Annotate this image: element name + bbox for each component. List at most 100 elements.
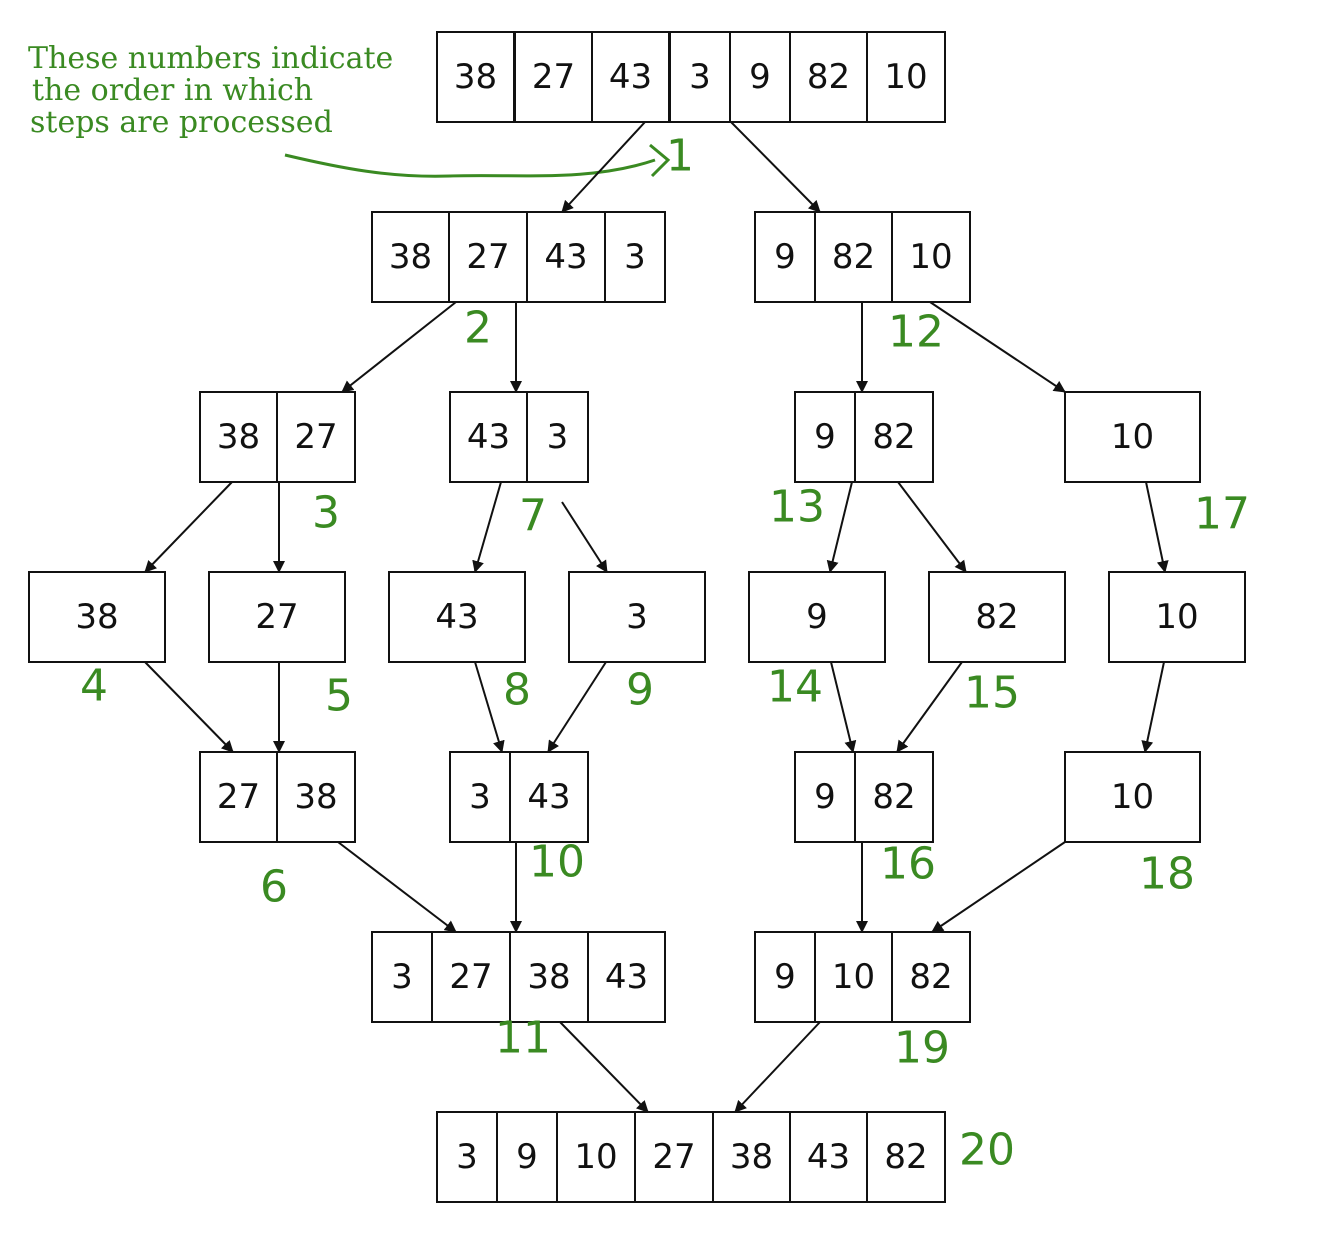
array-cell bbox=[449, 391, 528, 483]
cell-value: 43 bbox=[544, 237, 587, 277]
edge-arrow-n11-n16 bbox=[547, 661, 607, 753]
cell-value: 82 bbox=[872, 777, 915, 817]
annotation-note: These numbers indicate the order in whic… bbox=[28, 41, 671, 178]
cell-value: 9 bbox=[814, 777, 836, 817]
cell-value: 10 bbox=[1111, 777, 1154, 817]
array-cell bbox=[794, 751, 856, 843]
array-cell bbox=[814, 211, 893, 303]
step-number: 1 bbox=[666, 131, 694, 182]
step-number: 5 bbox=[325, 671, 353, 722]
array-cell bbox=[556, 1111, 636, 1203]
cell-value: 27 bbox=[532, 57, 575, 97]
array-cell bbox=[496, 1111, 558, 1203]
cell-value: 38 bbox=[389, 237, 432, 277]
cell-value: 82 bbox=[832, 237, 875, 277]
cell-value: 38 bbox=[730, 1137, 773, 1177]
edges bbox=[144, 121, 1169, 1113]
cell-value: 10 bbox=[909, 237, 952, 277]
array-cell bbox=[794, 391, 856, 483]
array-box-n10: 43 bbox=[388, 571, 526, 663]
cell-value: 3 bbox=[689, 57, 711, 97]
cell-value: 82 bbox=[884, 1137, 927, 1177]
cell-value: 43 bbox=[467, 417, 510, 457]
array-cell bbox=[526, 391, 589, 483]
step-number: 17 bbox=[1194, 489, 1250, 540]
array-cell bbox=[754, 211, 816, 303]
step-number: 3 bbox=[312, 488, 340, 539]
array-cell bbox=[1064, 751, 1201, 843]
cell-value: 38 bbox=[527, 957, 570, 997]
array-box-n18: 10 bbox=[1064, 751, 1201, 843]
array-cell bbox=[208, 571, 346, 663]
array-cell bbox=[436, 1111, 498, 1203]
step-number: 18 bbox=[1139, 849, 1195, 900]
array-cell bbox=[449, 751, 511, 843]
annotation-arrow bbox=[284, 153, 656, 178]
annotation-arrowhead bbox=[649, 143, 671, 178]
step-number: 7 bbox=[519, 491, 547, 542]
array-cell bbox=[388, 571, 526, 663]
array-box-n17: 9 82 bbox=[794, 751, 934, 843]
array-box-n8: 38 bbox=[28, 571, 166, 663]
cell-value: 82 bbox=[872, 417, 915, 457]
cell-value: 43 bbox=[527, 777, 570, 817]
array-cell bbox=[587, 931, 666, 1023]
array-cell bbox=[866, 31, 946, 123]
cell-value: 3 bbox=[469, 777, 491, 817]
array-cell bbox=[789, 31, 868, 123]
cell-value: 27 bbox=[294, 417, 337, 457]
step-number: 20 bbox=[959, 1125, 1015, 1176]
array-cell bbox=[854, 391, 934, 483]
edge-arrow-n5-n10 bbox=[472, 481, 502, 573]
edge-arrow-n10-n16 bbox=[474, 661, 505, 753]
cell-value: 3 bbox=[626, 597, 648, 637]
array-cell bbox=[604, 211, 666, 303]
array-box-n11: 3 bbox=[568, 571, 706, 663]
array-box-n12: 9 bbox=[748, 571, 886, 663]
array-box-n2: 38 27 43 3 bbox=[371, 211, 666, 303]
array-cell bbox=[928, 571, 1066, 663]
array-cell bbox=[748, 571, 886, 663]
cell-value: 10 bbox=[832, 957, 875, 997]
array-cell bbox=[854, 751, 934, 843]
cell-value: 3 bbox=[624, 237, 646, 277]
cell-value: 10 bbox=[574, 1137, 617, 1177]
edge-arrow-n1-n3 bbox=[730, 121, 821, 213]
edge-arrow-n19-n21 bbox=[559, 1021, 649, 1113]
cell-value: 43 bbox=[807, 1137, 850, 1177]
edge-arrow-n13-n17 bbox=[896, 661, 963, 753]
step-number: 8 bbox=[503, 665, 531, 716]
cell-value: 38 bbox=[454, 57, 497, 97]
edge-arrow-n3-n7 bbox=[929, 301, 1066, 393]
note-line: the order in which bbox=[32, 73, 313, 108]
step-number: 19 bbox=[894, 1023, 950, 1074]
note-line: These numbers indicate bbox=[28, 41, 393, 76]
array-box-n16: 3 43 bbox=[449, 751, 589, 843]
cell-value: 3 bbox=[456, 1137, 478, 1177]
cell-value: 43 bbox=[605, 957, 648, 997]
cell-value: 27 bbox=[466, 237, 509, 277]
step-number: 13 bbox=[769, 482, 825, 533]
step-number: 16 bbox=[880, 839, 936, 890]
edge-arrow-n12-n17 bbox=[830, 661, 857, 753]
step-number: 11 bbox=[495, 1013, 551, 1064]
cell-value: 27 bbox=[255, 597, 298, 637]
edge-arrow-n5-n11 bbox=[561, 501, 608, 573]
cell-value: 38 bbox=[75, 597, 118, 637]
cell-value: 43 bbox=[609, 57, 652, 97]
cell-value: 10 bbox=[884, 57, 927, 97]
array-box-n14: 10 bbox=[1108, 571, 1246, 663]
array-box-n7: 10 bbox=[1064, 391, 1201, 483]
array-cell bbox=[526, 211, 606, 303]
edge-arrow-n20-n21 bbox=[734, 1021, 821, 1113]
array-box-n9: 27 bbox=[208, 571, 346, 663]
cell-value: 82 bbox=[975, 597, 1018, 637]
cell-value: 82 bbox=[807, 57, 850, 97]
step-number: 12 bbox=[888, 307, 944, 358]
